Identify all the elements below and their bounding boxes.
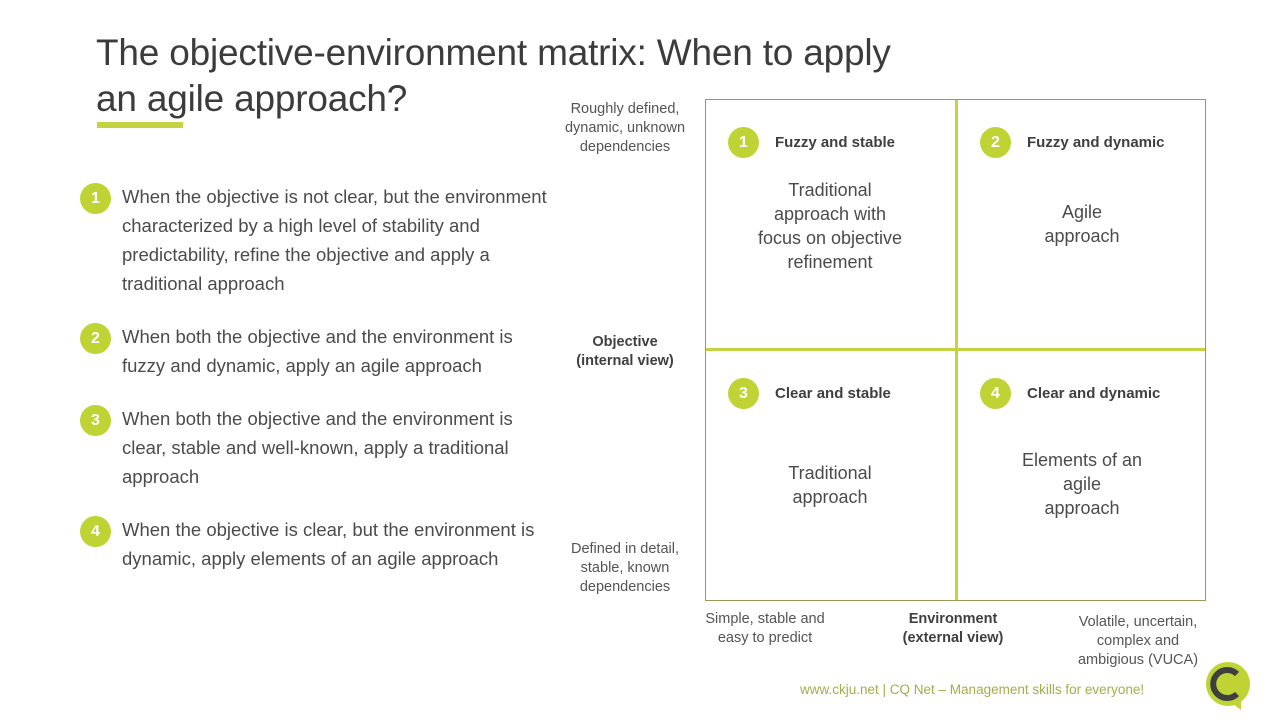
quadrant-title: Fuzzy and dynamic <box>1027 134 1165 151</box>
x-axis-left-label: Simple, stable and easy to predict <box>705 611 825 646</box>
recommendation-list: 1 When the objective is not clear, but t… <box>80 182 560 597</box>
bullet-number-badge: 4 <box>80 516 111 547</box>
bullet-text: When both the objective and the environm… <box>122 326 513 376</box>
y-axis-title: Objective (internal view) <box>576 334 674 369</box>
bullet-text: When both the objective and the environm… <box>122 408 513 487</box>
list-item: 3 When both the objective and the enviro… <box>80 404 560 491</box>
list-item: 2 When both the objective and the enviro… <box>80 322 560 380</box>
quadrant-body: Agile approach <box>1044 202 1120 246</box>
bullet-number-badge: 2 <box>80 323 111 354</box>
bullet-text: When the objective is not clear, but the… <box>122 186 547 294</box>
x-axis-right-label: Volatile, uncertain, complex and ambigio… <box>1077 614 1199 668</box>
y-axis-top-label: Roughly defined, dynamic, unknown depend… <box>564 101 686 155</box>
quadrant-clear-and-stable: 3 Clear and stable Traditional approach <box>706 351 954 599</box>
bullet-text: When the objective is clear, but the env… <box>122 519 535 569</box>
cq-net-logo <box>1201 658 1257 714</box>
quadrant-header: 4 Clear and dynamic <box>958 351 1206 409</box>
list-item: 1 When the objective is not clear, but t… <box>80 182 560 298</box>
footer-credit: www.ckju.net | CQ Net – Management skill… <box>800 682 1145 697</box>
y-axis-bottom-label: Defined in detail, stable, known depende… <box>570 541 679 595</box>
quadrant-clear-and-dynamic: 4 Clear and dynamic Elements of an agile… <box>958 351 1206 599</box>
quadrant-title: Clear and dynamic <box>1027 385 1161 402</box>
quadrant-number-badge: 1 <box>728 127 759 158</box>
quadrant-title: Clear and stable <box>775 385 891 402</box>
quadrant-body: Elements of an agile approach <box>1021 450 1143 518</box>
title-underline-rule <box>97 122 183 128</box>
page-title: The objective-environment matrix: When t… <box>96 32 891 119</box>
bullet-number-badge: 3 <box>80 405 111 436</box>
quadrant-header: 1 Fuzzy and stable <box>706 100 954 158</box>
quadrant-number-badge: 3 <box>728 378 759 409</box>
bullet-number-badge: 1 <box>80 183 111 214</box>
quadrant-number-badge: 2 <box>980 127 1011 158</box>
quadrant-title: Fuzzy and stable <box>775 134 896 151</box>
quadrant-header: 2 Fuzzy and dynamic <box>958 100 1206 158</box>
quadrant-header: 3 Clear and stable <box>706 351 954 409</box>
matrix-horizontal-divider <box>706 348 1205 351</box>
list-item: 4 When the objective is clear, but the e… <box>80 515 560 573</box>
quadrant-body: Traditional approach with focus on objec… <box>757 180 903 272</box>
quadrant-fuzzy-and-dynamic: 2 Fuzzy and dynamic Agile approach <box>958 100 1206 348</box>
objective-environment-matrix: 1 Fuzzy and stable Traditional approach … <box>705 99 1206 601</box>
quadrant-body: Traditional approach <box>788 463 872 507</box>
quadrant-fuzzy-and-stable: 1 Fuzzy and stable Traditional approach … <box>706 100 954 348</box>
quadrant-number-badge: 4 <box>980 378 1011 409</box>
logo-q-icon <box>1206 662 1250 710</box>
x-axis-title: Environment (external view) <box>902 611 1004 646</box>
